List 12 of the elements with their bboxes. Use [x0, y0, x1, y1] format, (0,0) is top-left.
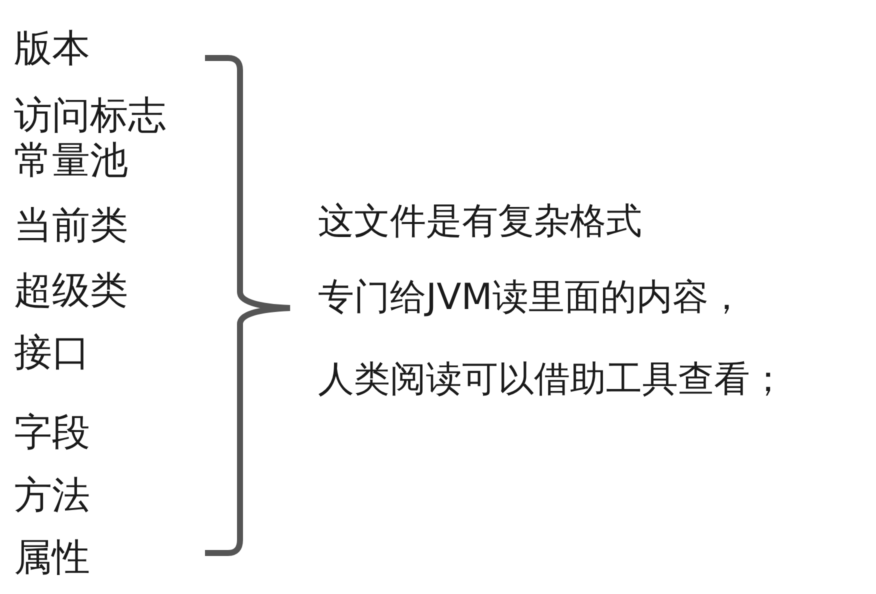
list-item: 超级类	[14, 271, 128, 309]
list-item: 访问标志	[14, 96, 166, 134]
list-item: 版本	[14, 29, 90, 67]
note-text: 专门给JVM读里面的内容，	[318, 280, 744, 316]
list-item: 常量池	[14, 141, 128, 179]
note-text: 人类阅读可以借助工具查看；	[318, 362, 786, 398]
list-item: 接口	[14, 333, 90, 371]
list-item: 方法	[14, 476, 90, 514]
note-text: 这文件是有复杂格式	[318, 204, 642, 240]
list-item: 当前类	[14, 206, 128, 244]
list-item: 属性	[14, 538, 90, 576]
list-item: 字段	[14, 413, 90, 451]
